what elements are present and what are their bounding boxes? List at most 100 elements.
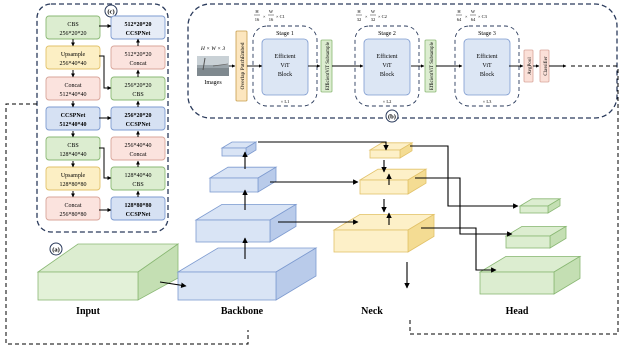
svg-text:CCSPNet: CCSPNet <box>126 122 151 128</box>
svg-text:64: 64 <box>457 17 462 22</box>
head-slab-2 <box>504 225 568 249</box>
repeat-label: × L3 <box>483 99 492 104</box>
classifier-block: Classifier <box>539 49 550 83</box>
left-box-7: Concat 256*80*80 <box>45 196 101 221</box>
svg-text:× C1: × C1 <box>276 14 285 19</box>
svg-text:32: 32 <box>371 17 376 22</box>
images-label: Images <box>204 80 222 86</box>
block-text: Efficient <box>477 53 498 60</box>
svg-text:× C3: × C3 <box>478 14 488 19</box>
svg-text:512*20*20: 512*20*20 <box>125 22 152 28</box>
svg-text:Concat: Concat <box>65 203 82 209</box>
svg-text:512*40*40: 512*40*40 <box>60 122 87 128</box>
svg-text:W: W <box>269 9 274 14</box>
backbone-detail-panel <box>187 3 618 119</box>
panel-label-c: (c) <box>104 4 118 18</box>
left-box-6: Upsample 128*80*80 <box>45 166 101 191</box>
svg-text:W: W <box>471 9 476 14</box>
stage-title: Stage 1 <box>276 31 294 37</box>
svg-text:× C2: × C2 <box>378 14 387 19</box>
svg-text:Classifier: Classifier <box>544 56 549 75</box>
svg-text:CBS: CBS <box>67 22 78 28</box>
svg-text:×: × <box>465 14 468 19</box>
neck-detail-panel <box>36 3 169 233</box>
subsample-block-1: EfficientViT Subsample <box>320 39 333 93</box>
neck-slab-3 <box>332 213 436 253</box>
svg-text:Concat: Concat <box>130 152 147 158</box>
svg-text:16: 16 <box>255 17 260 22</box>
stage-title: Stage 2 <box>378 31 396 37</box>
head-stack <box>478 198 582 295</box>
svg-text:×: × <box>365 14 368 19</box>
stage-dims: H16×W16× C1 <box>254 9 285 22</box>
panel-label-a: (a) <box>49 242 63 256</box>
neck-slab-2 <box>358 168 428 195</box>
svg-text:W: W <box>371 9 376 14</box>
overlap-patchembed-block: Overlap PatchEmbed <box>235 30 248 102</box>
svg-text:Upsample: Upsample <box>61 173 86 179</box>
block-text: Efficient <box>275 53 296 60</box>
svg-text:128*40*40: 128*40*40 <box>125 173 152 179</box>
backbone-slab-4 <box>220 141 258 157</box>
stage-dims: H32×W32× C2 <box>356 9 387 22</box>
svg-text:16: 16 <box>269 17 274 22</box>
backbone-slab-1 <box>176 247 318 301</box>
svg-text:EfficientViT Subsample: EfficientViT Subsample <box>430 41 435 90</box>
svg-text:CBS: CBS <box>67 143 78 149</box>
svg-text:256*20*20: 256*20*20 <box>125 113 152 119</box>
svg-text:Upsample: Upsample <box>61 52 86 58</box>
svg-text:Concat: Concat <box>65 83 82 89</box>
svg-text:H: H <box>357 9 361 14</box>
repeat-label: × L1 <box>281 99 290 104</box>
svg-text:CBS: CBS <box>132 92 143 98</box>
backbone-slab-3 <box>208 166 278 193</box>
svg-text:128*80*80: 128*80*80 <box>60 182 87 188</box>
image-dims-label: H × W × 3 <box>200 46 225 52</box>
svg-text:H: H <box>255 9 259 14</box>
backbone-label: Backbone <box>221 306 264 317</box>
block-text: ViT <box>280 63 290 69</box>
block-text: ViT <box>482 63 492 69</box>
subsample-block-2: EfficientViT Subsample <box>424 39 437 93</box>
input-label: Input <box>76 306 101 317</box>
left-box-5: CBS 128*40*40 <box>45 136 101 161</box>
svg-text:CCSPNet: CCSPNet <box>61 113 86 119</box>
input-image-thumbnail <box>197 56 229 76</box>
stage-dims: H64×W64× C3 <box>456 9 488 22</box>
svg-text:256*40*40: 256*40*40 <box>60 61 87 67</box>
svg-text:Overlap PatchEmbed: Overlap PatchEmbed <box>240 42 246 89</box>
block-text: ViT <box>382 63 392 69</box>
svg-text:256*80*80: 256*80*80 <box>60 212 87 218</box>
svg-text:AvgPool: AvgPool <box>528 57 533 75</box>
svg-text:128*80*80: 128*80*80 <box>125 203 152 209</box>
panel-label-b: (b) <box>385 109 399 123</box>
stage-title: Stage 3 <box>478 31 496 37</box>
svg-text:512*40*40: 512*40*40 <box>60 92 87 98</box>
block-text: Efficient <box>377 53 398 60</box>
svg-text:EfficientViT Subsample: EfficientViT Subsample <box>326 41 331 90</box>
svg-text:256*20*20: 256*20*20 <box>125 83 152 89</box>
neck-label: Neck <box>361 306 383 317</box>
svg-text:(b): (b) <box>388 114 396 121</box>
block-text: Block <box>380 72 394 78</box>
svg-text:Concat: Concat <box>130 61 147 67</box>
svg-text:128*40*40: 128*40*40 <box>60 152 87 158</box>
avgpool-block: AvgPool <box>523 49 534 83</box>
block-text: Block <box>480 72 494 78</box>
backbone-slab-2 <box>194 203 298 243</box>
svg-text:256*20*20: 256*20*20 <box>60 31 87 37</box>
svg-text:32: 32 <box>357 17 362 22</box>
neck-stack <box>332 142 436 253</box>
svg-text:CCSPNet: CCSPNet <box>126 212 151 218</box>
svg-text:CCSPNet: CCSPNet <box>126 31 151 37</box>
